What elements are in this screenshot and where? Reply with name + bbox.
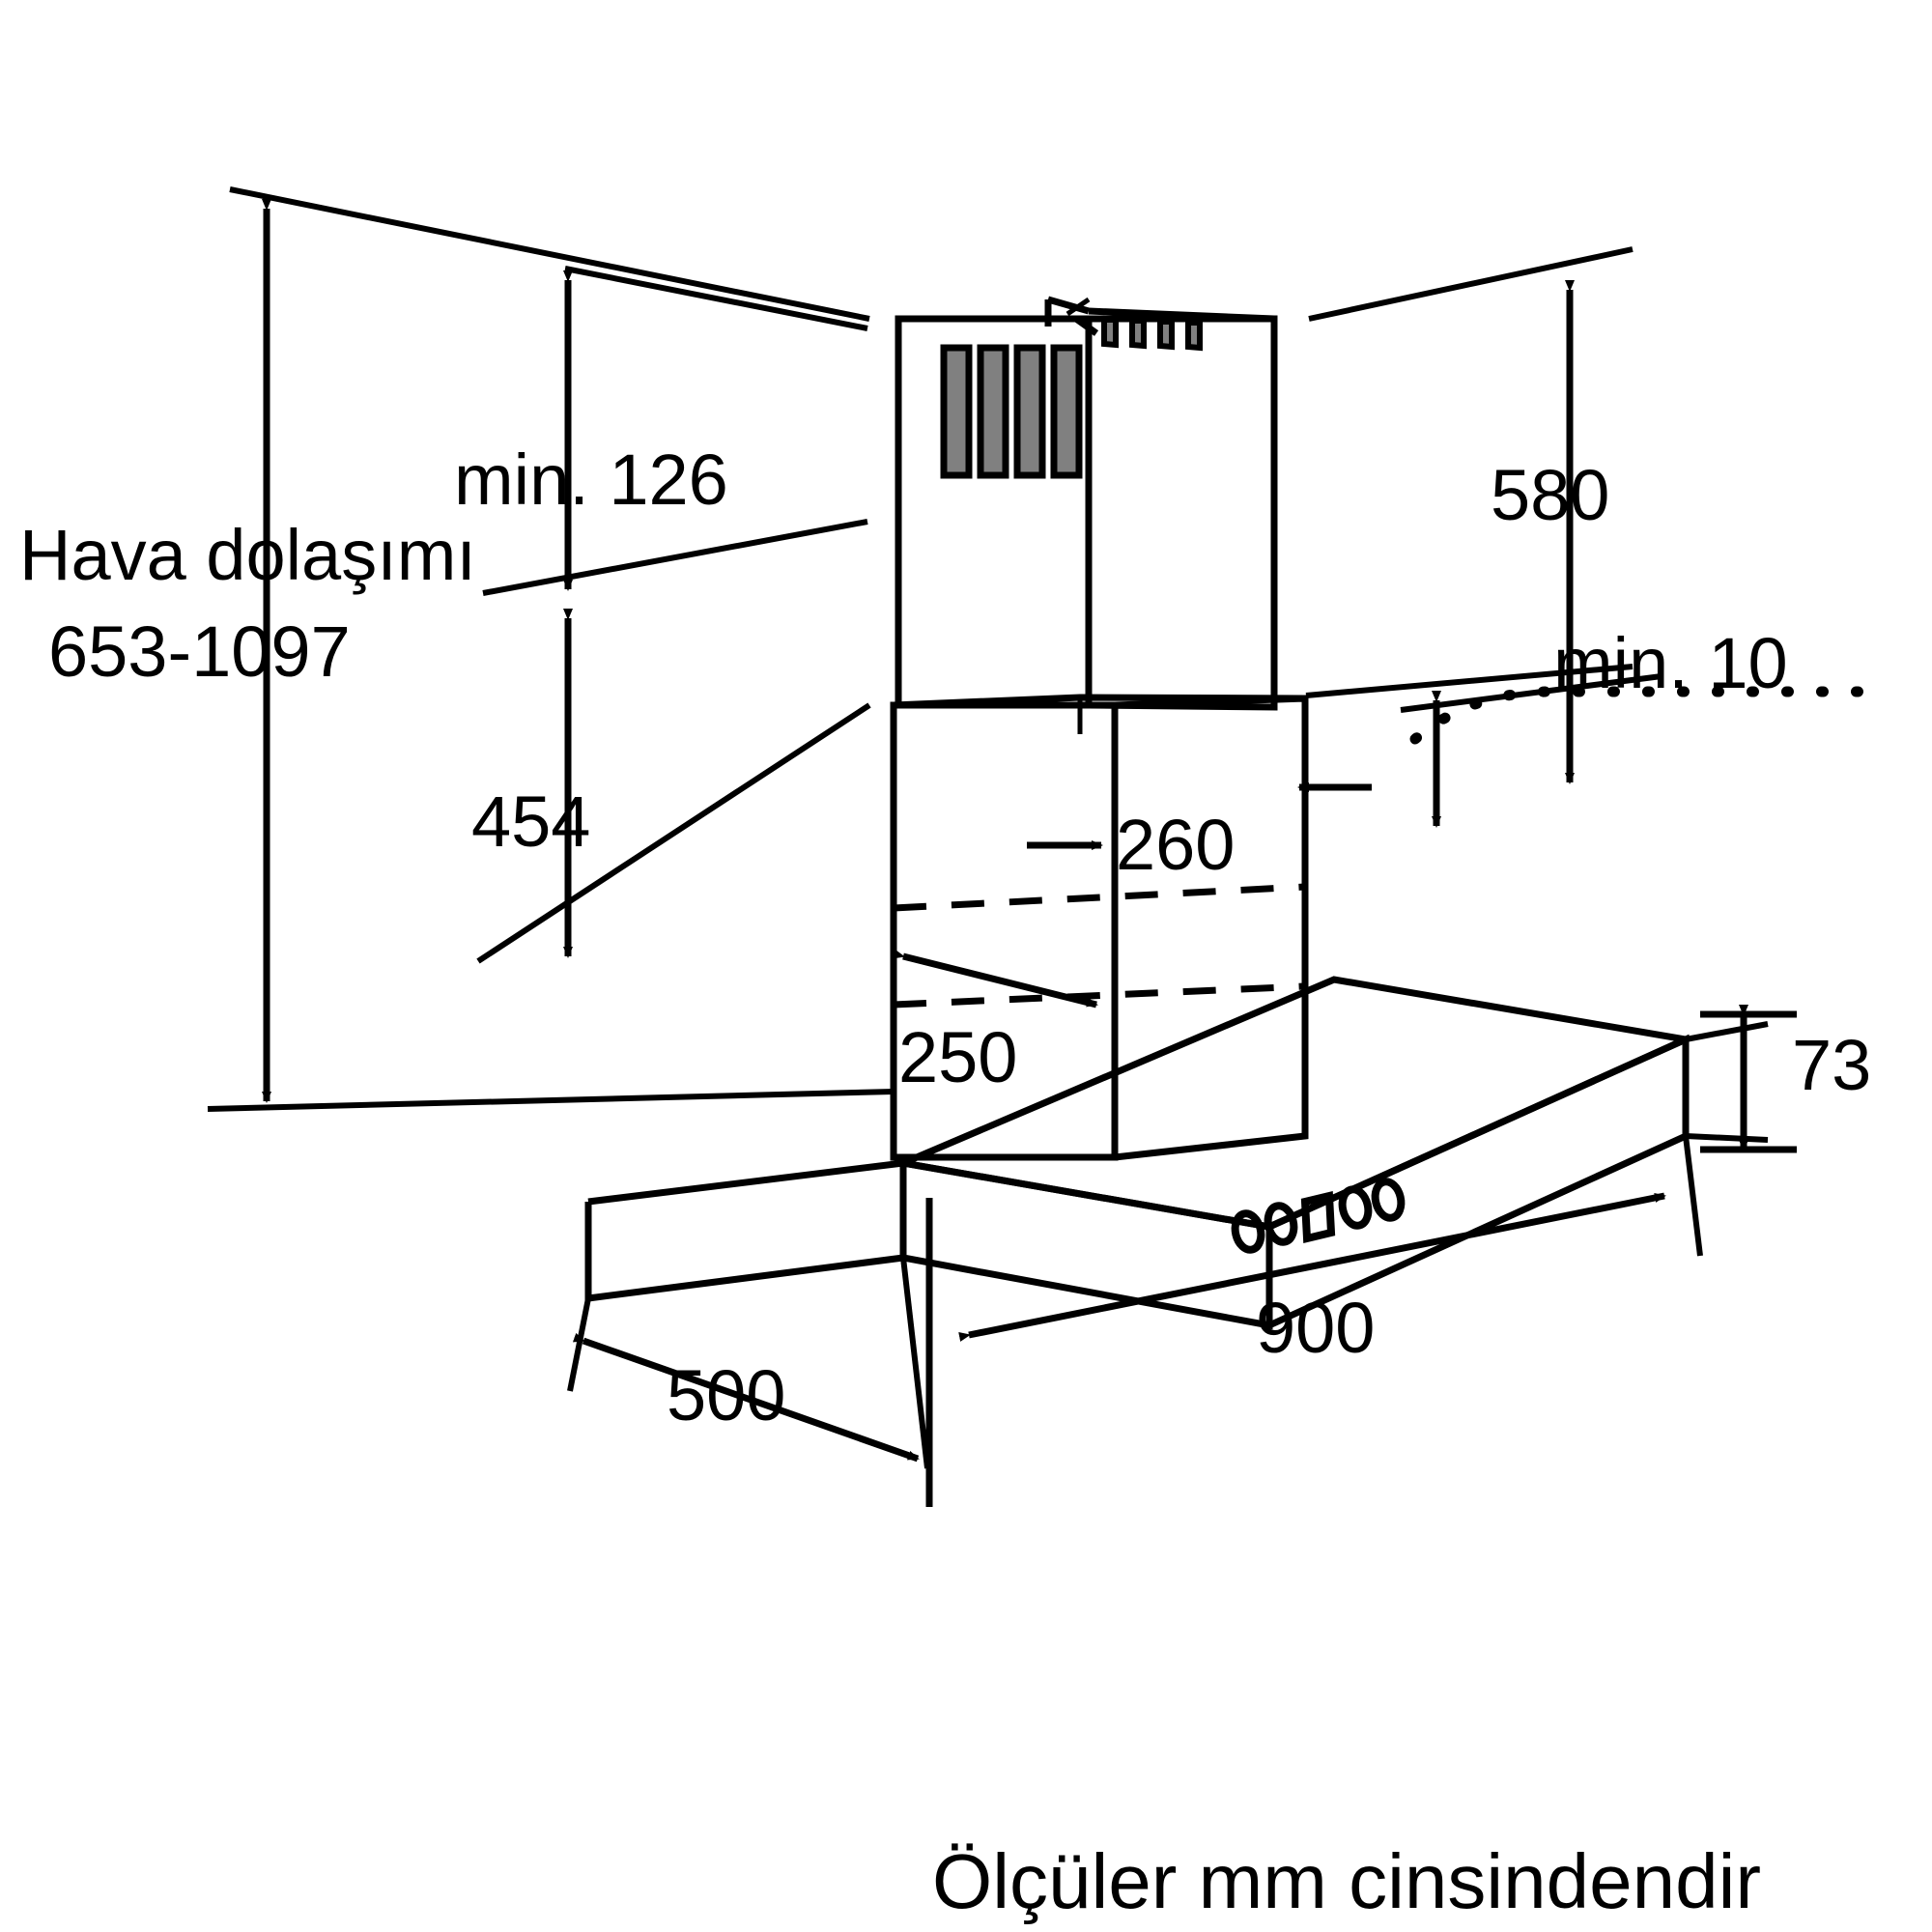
rear-vent-slot-4: [1185, 320, 1203, 352]
label-hava-dolasimi: Hava dolaşımı: [19, 515, 476, 595]
leader-min126-top: [564, 266, 868, 331]
vent-slat-3: [1013, 344, 1046, 479]
leader-580-bottom: [1305, 664, 1634, 698]
rear-vent-slot-2: [1129, 318, 1147, 350]
leader-73-top: [1685, 1021, 1769, 1042]
cap-diag: [1073, 316, 1099, 336]
label-min-10: min. 10: [1553, 623, 1788, 703]
label-min-126: min. 126: [454, 440, 728, 520]
leader-top-overall: [229, 186, 870, 322]
dimension-arrows: [262, 199, 1748, 1463]
arrow-500: [572, 1332, 920, 1463]
rear-vent-top-left: [1047, 296, 1090, 315]
dimension-ticks: [925, 1010, 1797, 1507]
leader-900-right: [1683, 1135, 1703, 1257]
rear-vent-inner-diag: [1065, 297, 1091, 317]
hidden-line-upper: [893, 883, 1306, 912]
leader-73-bottom: [1685, 1133, 1769, 1143]
leader-overall-bottom: [207, 1089, 895, 1112]
leader-454-bottom: [476, 702, 871, 964]
label-900: 900: [1256, 1288, 1375, 1368]
arrow-250: [893, 949, 1098, 1009]
rear-vent-top-right: [1088, 307, 1275, 323]
canopy-top-back-left-edge: [587, 1159, 904, 1206]
lower-chimney-side: [1114, 695, 1309, 1161]
label-260: 260: [1116, 805, 1235, 885]
vent-slat-4: [1050, 344, 1083, 479]
leader-min10: [1400, 673, 1662, 713]
label-250: 250: [898, 1017, 1017, 1097]
leader-min126-bottom: [482, 519, 868, 596]
rear-vent-slots: [1101, 317, 1203, 352]
label-454: 454: [471, 781, 590, 862]
arrow-900: [958, 1192, 1666, 1342]
rear-vent-slot-3: [1157, 319, 1175, 351]
label-range-653-1097: 653-1097: [48, 611, 351, 692]
chimney-vent-slats: [940, 344, 1083, 479]
vent-slat-1: [940, 344, 973, 479]
dotted-gap-path: [1409, 686, 1875, 745]
label-units-note: Ölçüler mm cinsindendir: [932, 1838, 1761, 1924]
label-73: 73: [1792, 1025, 1871, 1105]
label-500: 500: [667, 1355, 785, 1435]
single-arrows: [1027, 782, 1372, 850]
label-580: 580: [1491, 455, 1609, 535]
vent-slat-2: [977, 344, 1009, 479]
hood-body-geometry: [584, 296, 1697, 1331]
min10-dotted-line: [1409, 686, 1875, 745]
rear-vent-slot-1: [1101, 317, 1119, 349]
leader-580-top: [1308, 246, 1634, 322]
